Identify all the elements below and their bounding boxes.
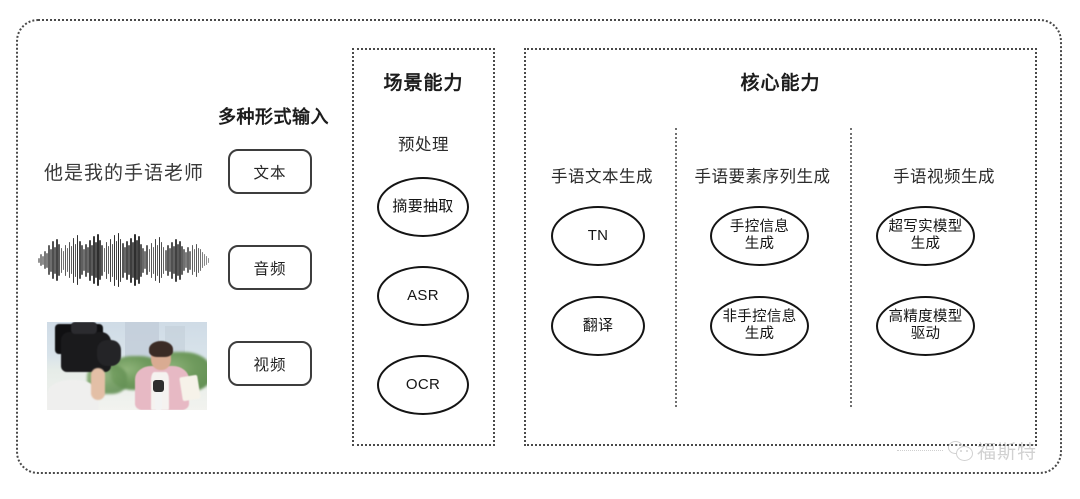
- input-sample-text: 他是我的手语老师: [44, 163, 205, 184]
- outer-frame: [16, 19, 1062, 474]
- core-column-divider-2: [850, 128, 852, 407]
- scene-capability-title: 场景能力: [383, 73, 464, 94]
- scene-column-title-preprocess: 预处理: [398, 136, 449, 154]
- node-ocr[interactable]: OCR: [377, 355, 469, 415]
- node-non-manual-info-generation[interactable]: 非手控信息生成: [710, 296, 809, 356]
- node-high-precision-model-driving[interactable]: 高精度模型驱动: [876, 296, 975, 356]
- audio-waveform-image: [38, 232, 210, 288]
- wechat-icon: [948, 440, 973, 461]
- video-thumbnail-image: [47, 322, 207, 410]
- input-modality-video-button[interactable]: 视频: [228, 341, 312, 386]
- input-modality-text-button[interactable]: 文本: [228, 149, 312, 194]
- node-manual-info-generation[interactable]: 手控信息生成: [710, 206, 809, 266]
- watermark: 福斯特: [897, 437, 1037, 464]
- core-column-title-sign-video: 手语视频生成: [893, 168, 995, 186]
- input-section-heading: 多种形式输入: [218, 107, 329, 127]
- core-column-title-sign-text: 手语文本生成: [551, 168, 653, 186]
- watermark-dotted-line: [897, 450, 943, 451]
- node-asr[interactable]: ASR: [377, 266, 469, 326]
- input-modality-audio-button[interactable]: 音频: [228, 245, 312, 290]
- scene-capability-box: 场景能力 预处理: [352, 48, 495, 446]
- core-capability-box: 核心能力 手语文本生成 手语要素序列生成 手语视频生成: [524, 48, 1037, 446]
- core-column-title-sign-elements: 手语要素序列生成: [694, 168, 831, 186]
- core-column-divider-1: [675, 128, 677, 407]
- watermark-text: 福斯特: [977, 442, 1038, 463]
- node-translation[interactable]: 翻译: [551, 296, 645, 356]
- core-capability-title: 核心能力: [740, 73, 821, 94]
- node-tn[interactable]: TN: [551, 206, 645, 266]
- node-photorealistic-model-generation[interactable]: 超写实模型生成: [876, 206, 975, 266]
- node-abstract-extraction[interactable]: 摘要抽取: [377, 177, 469, 237]
